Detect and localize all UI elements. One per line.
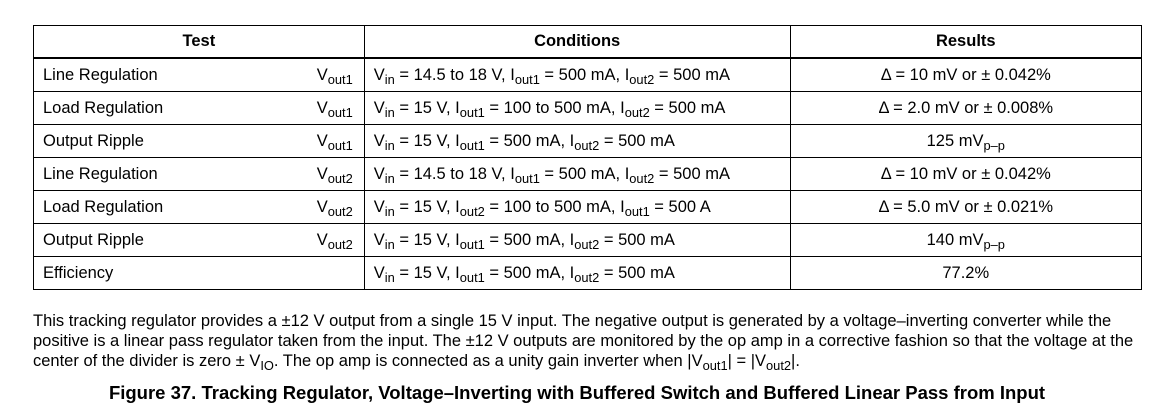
caption-text: This tracking regulator provides a ±12 V… xyxy=(33,312,1134,374)
table-header-row: Test Conditions Results xyxy=(33,25,1143,59)
table-row: Line Regulation Vout2 Vin = 14.5 to 18 V, … xyxy=(33,157,1143,191)
test-name: Load Regulation xyxy=(43,98,164,117)
table-row: Output Ripple Vout1 Vin = 15 V, Iout1 = 50… xyxy=(33,124,1143,158)
result-cell: Δ = 5.0 mV or ± 0.021% xyxy=(789,190,1143,224)
conditions-cell: Vin = 15 V, Iout2 = 100 to 500 mA, Iout1… xyxy=(363,190,791,224)
figure-title: Figure 37. Tracking Regulator, Voltage–I… xyxy=(108,382,1046,403)
result-cell: Δ = 2.0 mV or ± 0.008% xyxy=(789,91,1143,125)
column-header-conditions: Conditions xyxy=(363,25,791,59)
output-label: Vout1 xyxy=(316,65,353,87)
output-label: Vout2 xyxy=(316,230,353,252)
table-row: Efficiency Vin = 15 V, Iout1 = 500 mA, Io… xyxy=(33,256,1143,290)
output-label: Vout2 xyxy=(316,164,353,186)
test-name: Efficiency xyxy=(43,263,114,282)
test-cell: Output Ripple Vout2 xyxy=(33,223,365,257)
result-cell: Δ = 10 mV or ± 0.042% xyxy=(789,57,1143,92)
result-cell: Δ = 10 mV or ± 0.042% xyxy=(789,157,1143,191)
test-name: Output Ripple xyxy=(43,131,144,150)
output-label: Vout1 xyxy=(316,131,353,153)
conditions-cell: Vin = 14.5 to 18 V, Iout1 = 500 mA, Iout… xyxy=(363,57,791,92)
test-cell: Efficiency xyxy=(33,256,365,290)
result-cell: 77.2% xyxy=(789,256,1143,290)
table-row: Load Regulation Vout1 Vin = 15 V, Iout1 = … xyxy=(33,91,1143,125)
conditions-cell: Vin = 14.5 to 18 V, Iout1 = 500 mA, Iout… xyxy=(363,157,791,191)
test-name: Line Regulation xyxy=(43,65,158,84)
output-label: Vout1 xyxy=(316,98,353,120)
test-cell: Load Regulation Vout1 xyxy=(33,91,365,125)
test-cell: Line Regulation Vout1 xyxy=(33,57,365,92)
result-cell: 140 mVp–p xyxy=(789,223,1143,257)
test-cell: Output Ripple Vout1 xyxy=(33,124,365,158)
conditions-cell: Vin = 15 V, Iout1 = 500 mA, Iout2 = 500 … xyxy=(363,256,791,290)
test-cell: Line Regulation Vout2 xyxy=(33,157,365,191)
column-header-test: Test xyxy=(33,25,365,59)
conditions-cell: Vin = 15 V, Iout1 = 500 mA, Iout2 = 500 … xyxy=(363,223,791,257)
test-name: Line Regulation xyxy=(43,164,158,183)
output-label: Vout2 xyxy=(316,197,353,219)
test-cell: Load Regulation Vout2 xyxy=(33,190,365,224)
column-header-results: Results xyxy=(789,25,1143,59)
table-row: Line Regulation Vout1 Vin = 14.5 to 18 V, … xyxy=(33,57,1143,92)
conditions-cell: Vin = 15 V, Iout1 = 100 to 500 mA, Iout2… xyxy=(363,91,791,125)
table-row: Output Ripple Vout2 Vin = 15 V, Iout1 = 50… xyxy=(33,223,1143,257)
conditions-cell: Vin = 15 V, Iout1 = 500 mA, Iout2 = 500 … xyxy=(363,124,791,158)
result-cell: 125 mVp–p xyxy=(789,124,1143,158)
test-name: Load Regulation xyxy=(43,197,164,216)
table-row: Load Regulation Vout2 Vin = 15 V, Iout2 = … xyxy=(33,190,1143,224)
test-name: Output Ripple xyxy=(43,230,144,249)
